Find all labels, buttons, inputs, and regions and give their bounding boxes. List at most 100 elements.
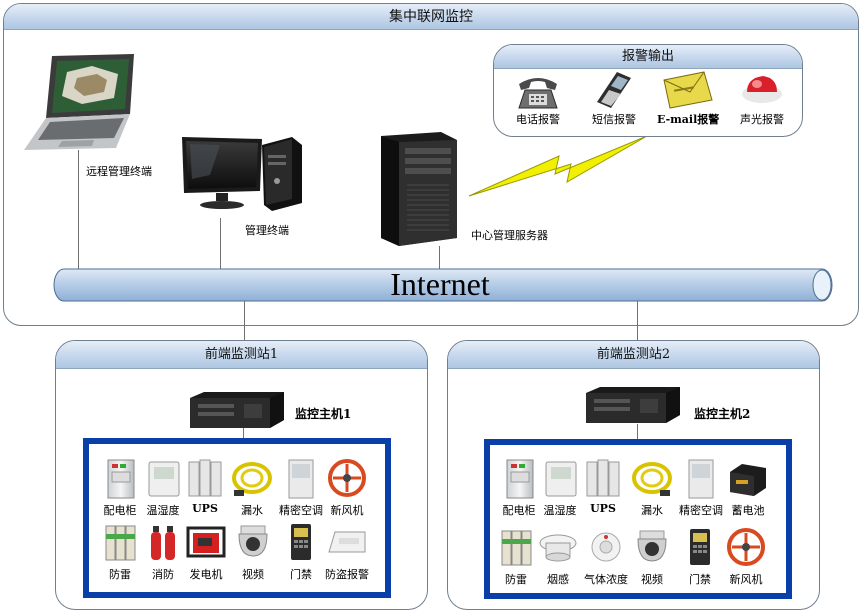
station1-device-burglar-alarm: 防盗报警 bbox=[323, 522, 371, 582]
alarm-item-label: E-mail报警 bbox=[657, 113, 720, 126]
station-1-host-label: 监控主机1 bbox=[295, 407, 352, 421]
dome-camera-icon bbox=[238, 525, 268, 557]
alarm-output-panel: 报警输出 电话报警 短信报警 E-mail报警 声光报警 bbox=[493, 44, 803, 137]
alarm-output-title: 报警输出 bbox=[494, 45, 802, 69]
station1-device-water-leak: 漏水 bbox=[228, 458, 276, 518]
device-label: 消防 bbox=[152, 568, 174, 581]
mobile-phone-icon bbox=[597, 72, 631, 108]
station1-device-fire: 消防 bbox=[139, 522, 187, 582]
monitoring-host-icon bbox=[586, 387, 680, 423]
laptop-icon bbox=[24, 54, 134, 150]
envelope-icon bbox=[663, 71, 713, 109]
station2-device-battery: 蓄电池 bbox=[724, 458, 772, 518]
device-label: 防盗报警 bbox=[325, 568, 369, 581]
device-label: 气体浓度 bbox=[584, 573, 628, 586]
station2-device-fresh-air-fan: 新风机 bbox=[722, 527, 770, 587]
station2-device-lightning-protection: 防雷 bbox=[492, 527, 540, 587]
station1-device-access-control: 门禁 bbox=[277, 522, 325, 582]
temperature-humidity-sensor-icon bbox=[148, 461, 180, 497]
station2-device-water-leak: 漏水 bbox=[628, 458, 676, 518]
host1-connector bbox=[243, 428, 244, 438]
management-terminal-label: 管理终端 bbox=[245, 224, 289, 237]
access-control-icon bbox=[690, 529, 710, 565]
station1-device-generator: 发电机 bbox=[182, 522, 230, 582]
device-label: 门禁 bbox=[689, 573, 711, 586]
remote-terminal-label: 远程管理终端 bbox=[86, 165, 152, 178]
station-1-title: 前端监测站1 bbox=[56, 341, 427, 369]
temperature-humidity-sensor-icon bbox=[545, 461, 577, 497]
internet-pipe bbox=[53, 268, 833, 302]
precision-air-conditioner-icon bbox=[288, 459, 314, 499]
internet-label: Internet bbox=[390, 266, 490, 302]
device-label: UPS bbox=[590, 502, 616, 515]
station1-device-distribution-cabinet: 配电柜 bbox=[96, 458, 144, 518]
access-control-icon bbox=[291, 524, 311, 560]
device-label: 新风机 bbox=[330, 504, 364, 517]
device-label: 温湿度 bbox=[543, 504, 577, 517]
station-2-title: 前端监测站2 bbox=[448, 341, 819, 369]
device-label: 防雷 bbox=[505, 573, 527, 586]
tower-server-icon bbox=[381, 132, 457, 246]
station2-device-gas-concentration: 气体浓度 bbox=[582, 527, 630, 587]
device-label: 新风机 bbox=[729, 573, 763, 586]
station1-device-precision-ac: 精密空调 bbox=[277, 458, 325, 518]
fresh-air-fan-icon bbox=[328, 459, 366, 497]
smoke-detector-icon bbox=[539, 534, 577, 562]
monitoring-host-icon bbox=[190, 392, 284, 428]
burglar-alarm-sensor-icon bbox=[328, 531, 366, 553]
surge-protector-icon bbox=[501, 530, 532, 566]
station1-device-ups: UPS bbox=[181, 458, 229, 515]
device-label: 漏水 bbox=[641, 504, 663, 517]
desktop-computer-icon bbox=[182, 137, 302, 211]
water-leak-sensor-icon bbox=[632, 462, 672, 496]
ups-icon bbox=[586, 459, 620, 497]
water-leak-sensor-icon bbox=[232, 462, 272, 496]
alarm-sound-light: 声光报警 bbox=[731, 70, 793, 127]
battery-icon bbox=[730, 464, 766, 496]
alarm-email: E-mail报警 bbox=[657, 70, 719, 127]
central-server-label: 中心管理服务器 bbox=[471, 229, 548, 242]
precision-air-conditioner-icon bbox=[688, 459, 714, 499]
alarm-sms: 短信报警 bbox=[583, 70, 645, 127]
desktop-connector bbox=[220, 218, 221, 270]
ups-icon bbox=[188, 459, 222, 497]
station2-device-video: 视频 bbox=[628, 527, 676, 587]
fresh-air-fan-icon bbox=[727, 528, 765, 566]
dome-camera-icon bbox=[637, 530, 667, 562]
alarm-phone: 电话报警 bbox=[507, 70, 569, 127]
alarm-item-label: 短信报警 bbox=[592, 113, 636, 126]
fire-extinguisher-icon bbox=[151, 526, 175, 560]
station2-device-smoke-detector: 烟感 bbox=[534, 527, 582, 587]
station1-device-lightning-protection: 防雷 bbox=[96, 522, 144, 582]
surge-protector-icon bbox=[105, 525, 136, 561]
laptop-connector bbox=[78, 150, 79, 270]
device-label: 配电柜 bbox=[103, 504, 137, 517]
station1-device-fresh-air-fan: 新风机 bbox=[323, 458, 371, 518]
alarm-item-label: 电话报警 bbox=[516, 113, 560, 126]
station1-connector bbox=[244, 301, 245, 341]
device-label: 防雷 bbox=[109, 568, 131, 581]
host2-connector bbox=[637, 424, 638, 439]
station2-device-distribution-cabinet: 配电柜 bbox=[495, 458, 543, 518]
gas-detector-icon bbox=[591, 532, 621, 562]
device-label: 蓄电池 bbox=[731, 504, 765, 517]
station2-device-temp-humidity: 温湿度 bbox=[536, 458, 584, 518]
distribution-cabinet-icon bbox=[506, 459, 534, 499]
central-monitoring-title: 集中联网监控 bbox=[4, 4, 858, 30]
device-label: 精密空调 bbox=[679, 504, 723, 517]
station2-connector bbox=[637, 301, 638, 341]
siren-icon bbox=[742, 76, 782, 103]
wireless-link-lightning-icon bbox=[468, 135, 648, 197]
station2-device-access-control: 门禁 bbox=[676, 527, 724, 587]
alarm-item-label: 声光报警 bbox=[740, 113, 784, 126]
device-label: 温湿度 bbox=[146, 504, 180, 517]
station2-device-ups: UPS bbox=[579, 458, 627, 515]
generator-icon bbox=[186, 526, 226, 558]
station1-device-temp-humidity: 温湿度 bbox=[139, 458, 187, 518]
device-label: 发电机 bbox=[189, 568, 223, 581]
device-label: UPS bbox=[192, 502, 218, 515]
device-label: 漏水 bbox=[241, 504, 263, 517]
station1-device-video: 视频 bbox=[229, 522, 277, 582]
station2-device-precision-ac: 精密空调 bbox=[677, 458, 725, 518]
server-connector bbox=[439, 246, 440, 270]
